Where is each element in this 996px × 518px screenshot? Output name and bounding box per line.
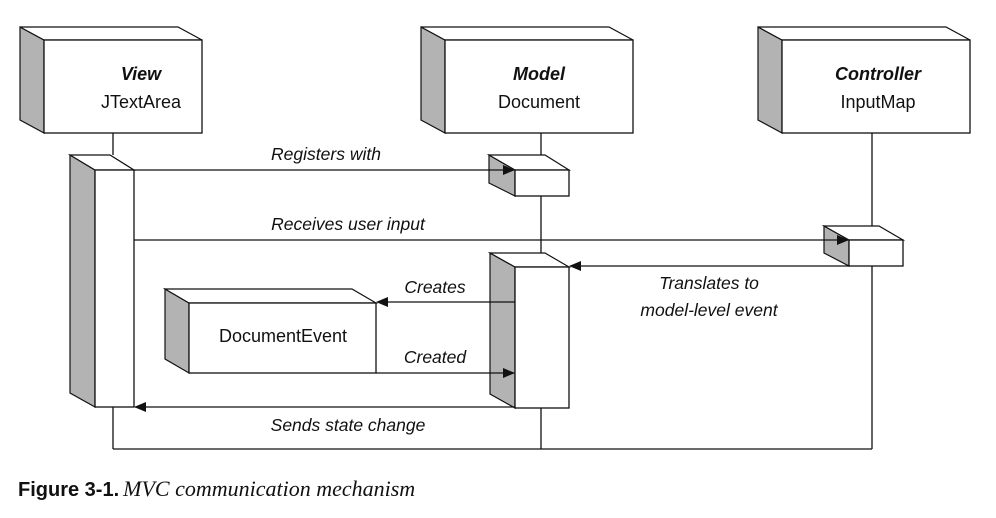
view-participant: View JTextArea xyxy=(19,25,203,135)
creates-label: Creates xyxy=(404,277,466,297)
controller-activation xyxy=(821,224,906,267)
controller-role-label: Controller xyxy=(835,64,922,84)
document-event-label: DocumentEvent xyxy=(219,326,347,346)
model-activation-large xyxy=(487,251,572,410)
created-label: Created xyxy=(404,347,468,367)
document-event-object: DocumentEvent xyxy=(162,287,379,375)
translates-label-line2: model-level event xyxy=(640,300,778,320)
view-class-label: JTextArea xyxy=(101,92,182,112)
sequence-diagram: View JTextArea Model Document Controller… xyxy=(19,25,971,450)
view-activation-bar xyxy=(67,153,137,409)
figure-title: MVC communication mechanism xyxy=(123,476,416,501)
message-sends-state-change: Sends state change xyxy=(134,402,515,435)
model-activation-small xyxy=(486,153,572,197)
message-created: Created xyxy=(376,347,515,378)
model-role-label: Model xyxy=(513,64,566,84)
controller-participant: Controller InputMap xyxy=(757,25,971,135)
message-translates: Translates to model-level event xyxy=(569,261,849,320)
message-creates: Creates xyxy=(376,277,515,307)
view-role-label: View xyxy=(121,64,162,84)
figure-number: Figure 3-1. xyxy=(18,479,120,501)
controller-class-label: InputMap xyxy=(840,92,915,112)
translates-label-line1: Translates to xyxy=(659,273,759,293)
message-registers-with: Registers with xyxy=(134,144,515,175)
sends-state-change-label: Sends state change xyxy=(271,415,426,435)
receives-user-input-label: Receives user input xyxy=(271,214,426,234)
registers-with-label: Registers with xyxy=(271,144,381,164)
model-participant: Model Document xyxy=(420,25,634,135)
lifelines xyxy=(112,133,873,450)
message-receives-user-input: Receives user input xyxy=(134,214,849,245)
model-class-label: Document xyxy=(498,92,580,112)
figure-caption: Figure 3-1. MVC communication mechanism xyxy=(18,476,415,502)
